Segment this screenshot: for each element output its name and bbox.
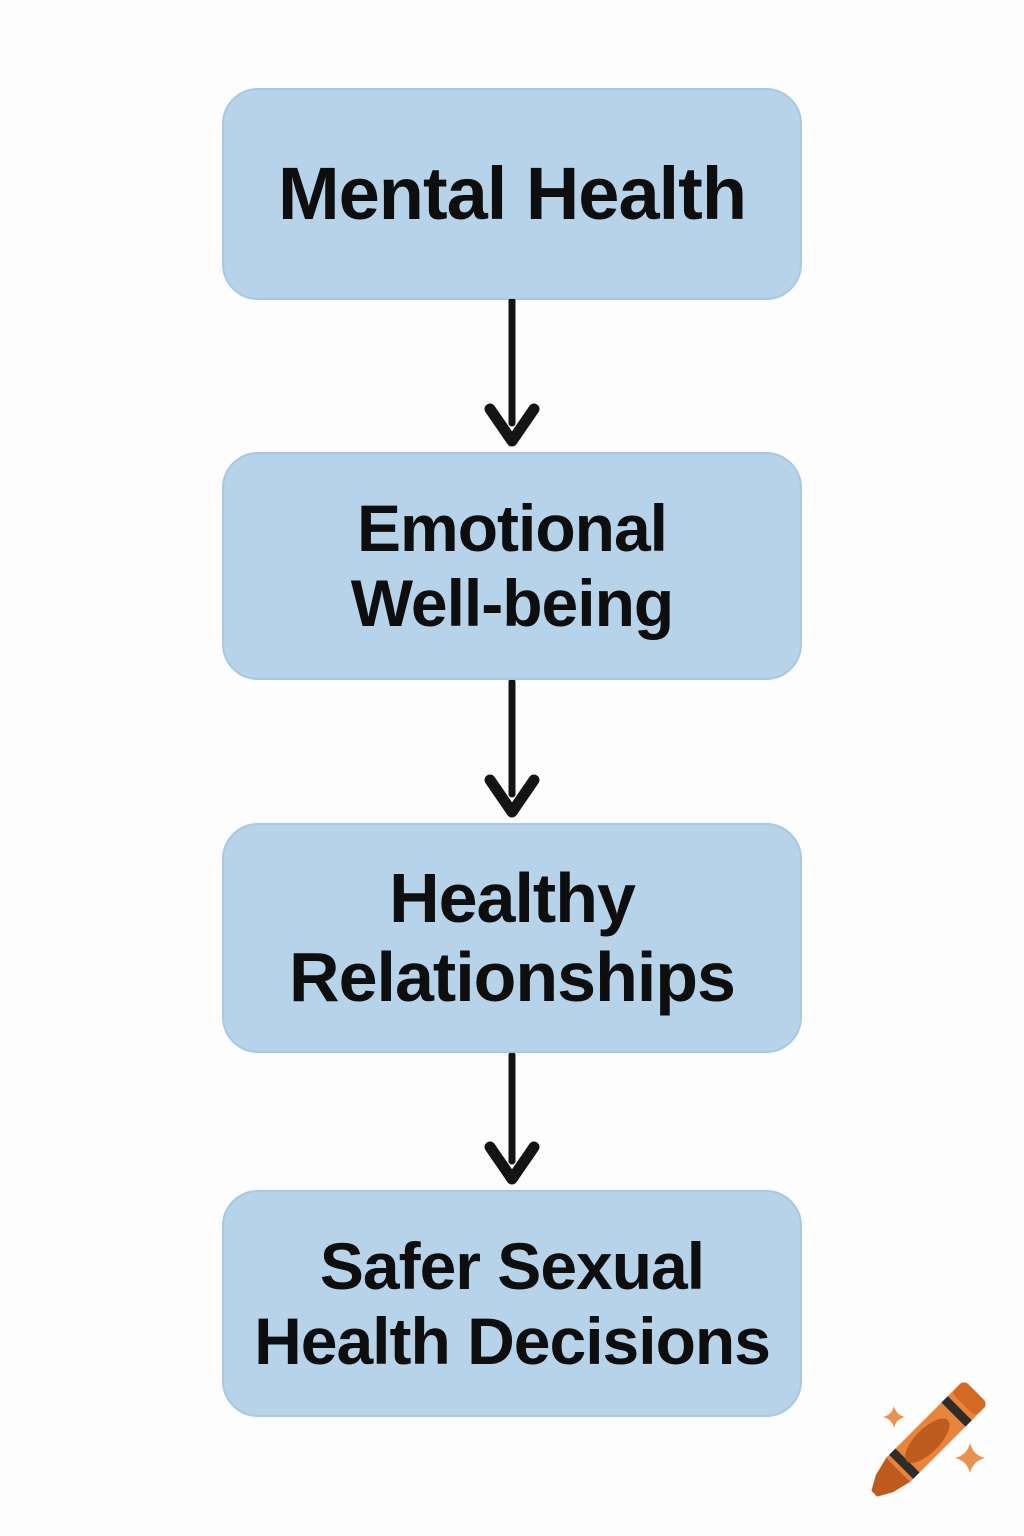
node-safer-sexual-health-decisions: Safer Sexual Health Decisions: [222, 1190, 802, 1417]
node-healthy-relationships: Healthy Relationships: [222, 823, 802, 1053]
crayon-icon: [871, 1382, 986, 1497]
crayon-tip: [871, 1457, 911, 1497]
node-label-safer-sexual-health-decisions: Safer Sexual Health Decisions: [254, 1228, 771, 1378]
arrow-down-icon: [484, 680, 540, 818]
node-emotional-well-being: Emotional Well-being: [222, 452, 802, 680]
node-mental-health: Mental Health: [222, 88, 802, 300]
sparkle-icon: [883, 1406, 905, 1428]
crayon-band: [941, 1396, 972, 1427]
sparkle-icon: [955, 1443, 985, 1473]
crayon-label-oval: [905, 1418, 950, 1463]
arrow-down-icon: [484, 299, 540, 447]
crayon-band: [889, 1448, 920, 1479]
crayon-end-cap: [953, 1382, 986, 1415]
arrow-down-icon: [484, 1053, 540, 1185]
node-label-healthy-relationships: Healthy Relationships: [289, 858, 736, 1016]
node-label-mental-health: Mental Health: [277, 152, 747, 236]
node-label-emotional-well-being: Emotional Well-being: [350, 491, 674, 640]
